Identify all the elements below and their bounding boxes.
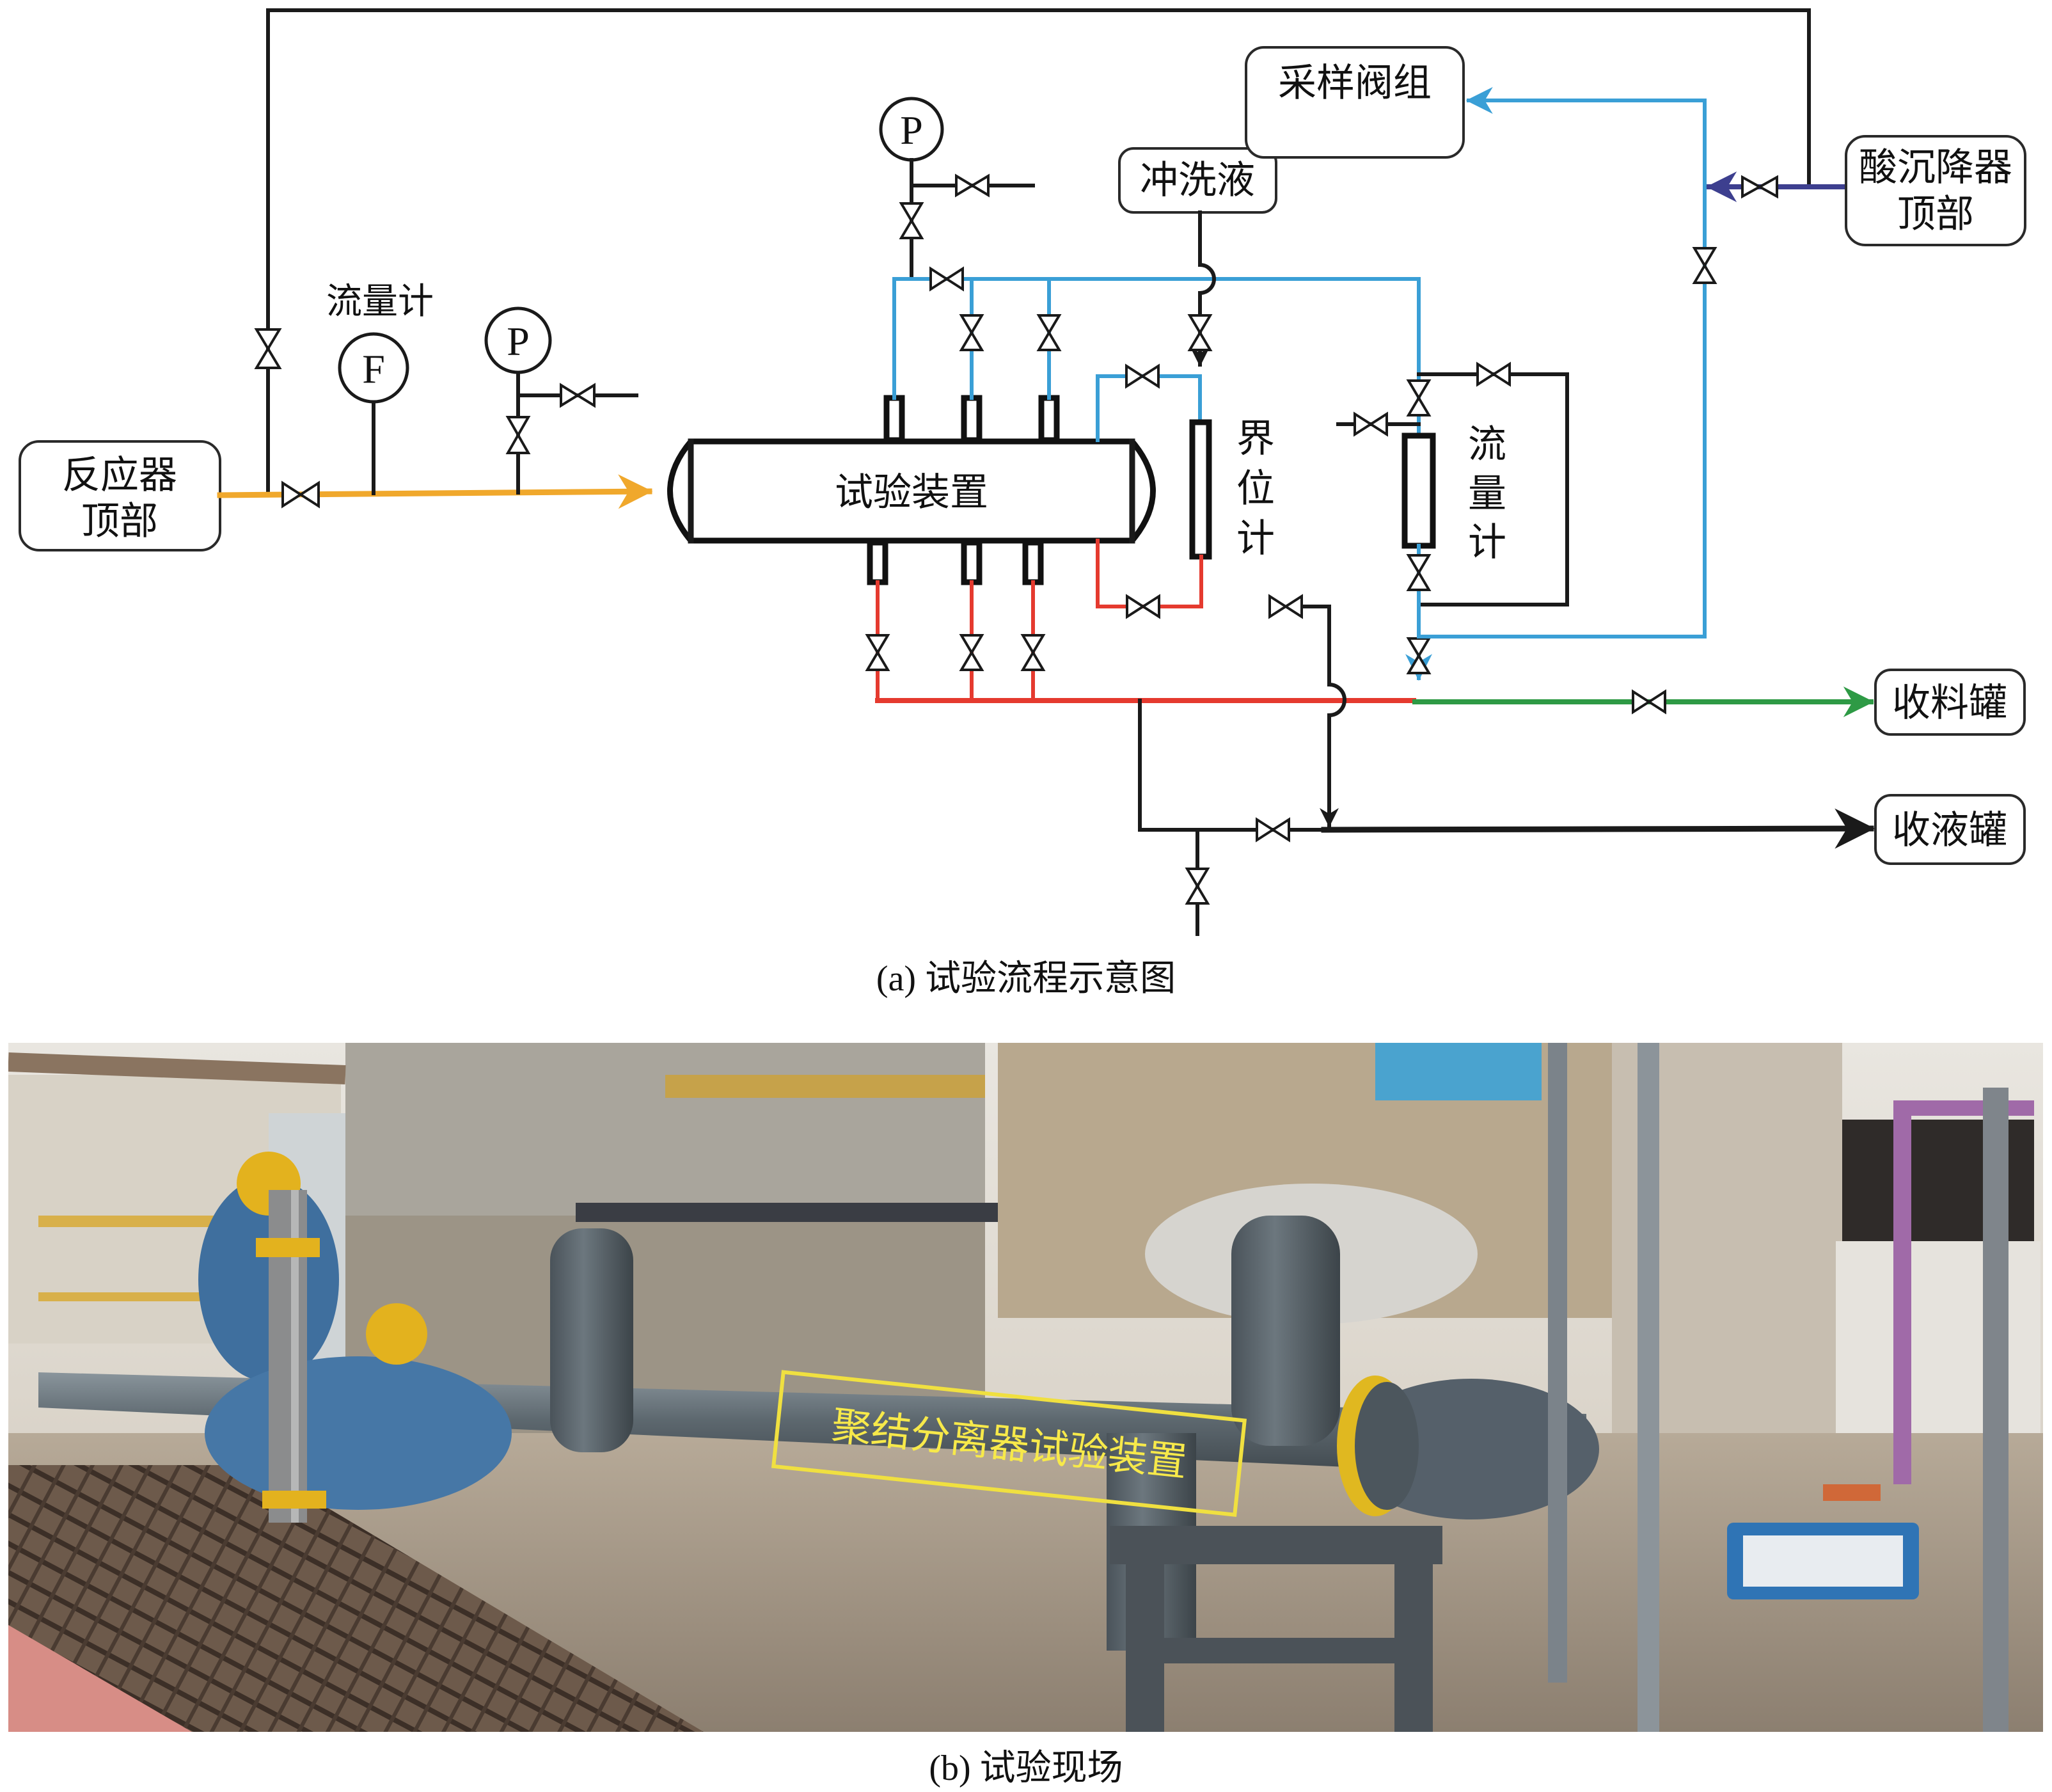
reactor-top-box: 反应器 顶部: [19, 440, 221, 551]
rotameter-char-2: 量: [1468, 472, 1506, 516]
flowmeter-instrument-icon: [338, 332, 409, 404]
drain-down-line: [1300, 605, 1346, 827]
bypass-line-top: [266, 8, 1811, 495]
sampling-return-line: [1417, 87, 1707, 638]
valve-bottom-2: [959, 634, 984, 671]
valve-interface-top: [1125, 363, 1160, 389]
valve-product: [1632, 689, 1666, 715]
flushing-line: [1190, 210, 1216, 367]
liquid-branch: [1138, 699, 1326, 832]
interface-gauge-char-2: 位: [1236, 466, 1275, 511]
interface-gauge-bottom-line: [1096, 539, 1203, 608]
acid-settler-label-1: 酸沉降器: [1859, 145, 2012, 190]
valve-pressure-inlet-v: [505, 416, 531, 454]
valve-bottom-3: [1020, 634, 1046, 671]
valve-overhead-3: [1036, 314, 1062, 351]
flowmeter-caption: 流量计: [326, 281, 434, 322]
liquid-tank-line: [1321, 808, 1875, 849]
valve-rotameter-vent: [1354, 411, 1388, 437]
panel-b-photo: 聚结分离器试验装置 (b) 试验现场: [8, 1043, 2043, 1788]
sampling-valve-group-label: 采样阀组: [1278, 61, 1432, 106]
sampling-valve-group-box: 采样阀组: [1245, 46, 1465, 159]
rotameter-char-1: 流: [1468, 422, 1506, 467]
test-vessel-label: 试验装置: [835, 470, 988, 515]
interface-gauge-char-3: 计: [1236, 516, 1275, 561]
rotameter-icon: [1401, 432, 1436, 549]
valve-interface-bottom: [1126, 594, 1160, 619]
flushing-liquid-box: 冲洗液: [1118, 147, 1277, 214]
liquid-tank-label: 收液罐: [1892, 808, 2007, 853]
valve-flushing: [1187, 314, 1213, 351]
valve-drain-vent: [1185, 868, 1210, 905]
valve-rotameter-out: [1406, 554, 1432, 591]
interface-gauge-icon: [1189, 419, 1212, 560]
valve-pressure-vessel-h: [955, 173, 990, 198]
nozzle-bottom-2: [961, 539, 983, 585]
acid-settler-top-box: 酸沉降器 顶部: [1845, 135, 2026, 246]
nozzle-bottom-3: [1022, 539, 1044, 585]
valve-overhead-2: [959, 314, 984, 351]
valve-bottom-1: [865, 634, 890, 671]
rotameter-char-3: 计: [1468, 520, 1506, 565]
valve-bypass: [254, 328, 282, 369]
reactor-top-label-1: 反应器: [62, 453, 177, 498]
caption-panel-a: (a) 试验流程示意图: [876, 959, 1176, 999]
pressure-gauge-inlet-icon: [484, 306, 552, 374]
acid-settler-label-2: 顶部: [1897, 192, 1974, 237]
interface-gauge-top-line: [1096, 374, 1202, 442]
liquid-tank-box: 收液罐: [1874, 794, 2026, 865]
valve-pressure-inlet-h: [560, 383, 596, 408]
reactor-top-label-2: 顶部: [81, 499, 158, 544]
pressure-vessel-symbol: P: [900, 107, 923, 153]
valve-acid-settler: [1741, 175, 1778, 199]
product-tank-label: 收料罐: [1892, 681, 2007, 726]
valve-liquid-tank: [1256, 817, 1290, 843]
flowmeter-symbol: F: [362, 346, 385, 392]
pressure-inlet-symbol: P: [507, 319, 530, 364]
test-vessel: 试验装置: [667, 438, 1156, 544]
interface-gauge-char-1: 界: [1236, 416, 1275, 461]
valve-rotameter-bypass: [1476, 361, 1511, 387]
valve-interface-drain: [1268, 594, 1303, 619]
valve-rotameter-down: [1406, 637, 1432, 674]
nozzle-bottom-1: [867, 539, 888, 585]
valve-rotameter-in: [1406, 379, 1432, 416]
nozzle-top-2: [961, 395, 983, 443]
valve-sampling-return: [1692, 247, 1717, 284]
nozzle-top-1: [883, 395, 905, 443]
product-tank-box: 收料罐: [1874, 669, 2026, 736]
panel-a-diagram: 反应器 顶部 F 流量计 P 试验装置: [19, 8, 2026, 999]
caption-panel-b: (b) 试验现场: [929, 1748, 1123, 1788]
overhead-header: [892, 277, 1421, 400]
valve-overhead-header: [929, 266, 964, 292]
valve-feed: [281, 480, 320, 509]
valve-pressure-vessel-v: [899, 202, 924, 239]
flushing-liquid-label: 冲洗液: [1140, 158, 1255, 203]
nozzle-top-3: [1038, 395, 1060, 443]
